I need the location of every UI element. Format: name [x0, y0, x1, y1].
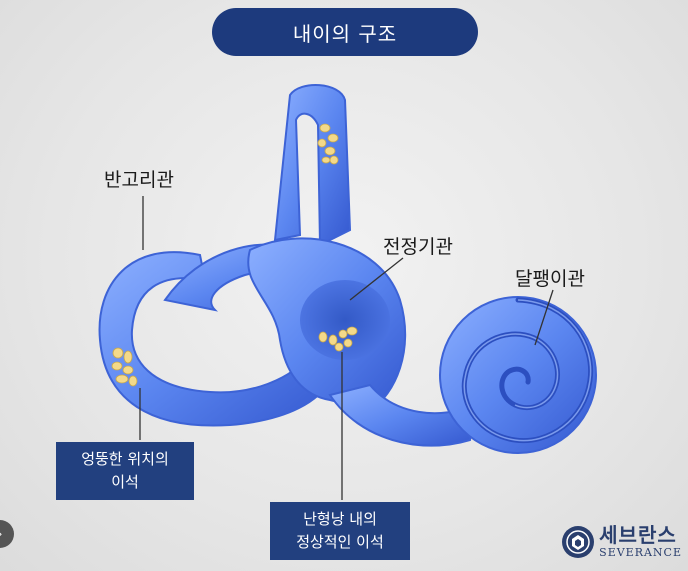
cochlea-spiral [439, 296, 597, 454]
leader-cochlea [534, 289, 554, 346]
callout-misplaced-line2: 이석 [111, 473, 139, 491]
callout-normal-line2: 정상적인 이석 [296, 533, 384, 551]
otoliths-normal [318, 326, 358, 352]
utricle-core [300, 280, 390, 360]
callout-misplaced-otolith: 엉뚱한 위치의 이석 [56, 442, 194, 500]
otoliths-misplaced [111, 347, 138, 387]
leader-vestibule [349, 257, 404, 301]
label-semicircular-canal: 반고리관 [104, 169, 174, 191]
superior-canal [273, 83, 352, 247]
callout-normal-otolith: 난형낭 내의 정상적인 이석 [270, 502, 410, 560]
logo-korean: 세브란스 [599, 523, 677, 547]
logo-english: SEVERANCE [599, 546, 682, 559]
callout-misplaced-line1: 엉뚱한 위치의 [81, 450, 169, 468]
otoliths-superior [317, 123, 339, 165]
scroll-control-icon[interactable]: › [0, 520, 14, 548]
label-vestibule: 전정기관 [383, 236, 453, 258]
label-cochlea: 달팽이관 [515, 268, 585, 290]
page-title: 내이의 구조 [212, 8, 478, 56]
severance-logo: 세브란스 SEVERANCE [561, 524, 682, 559]
severance-emblem-icon [562, 525, 595, 558]
callout-normal-line1: 난형낭 내의 [303, 510, 377, 528]
